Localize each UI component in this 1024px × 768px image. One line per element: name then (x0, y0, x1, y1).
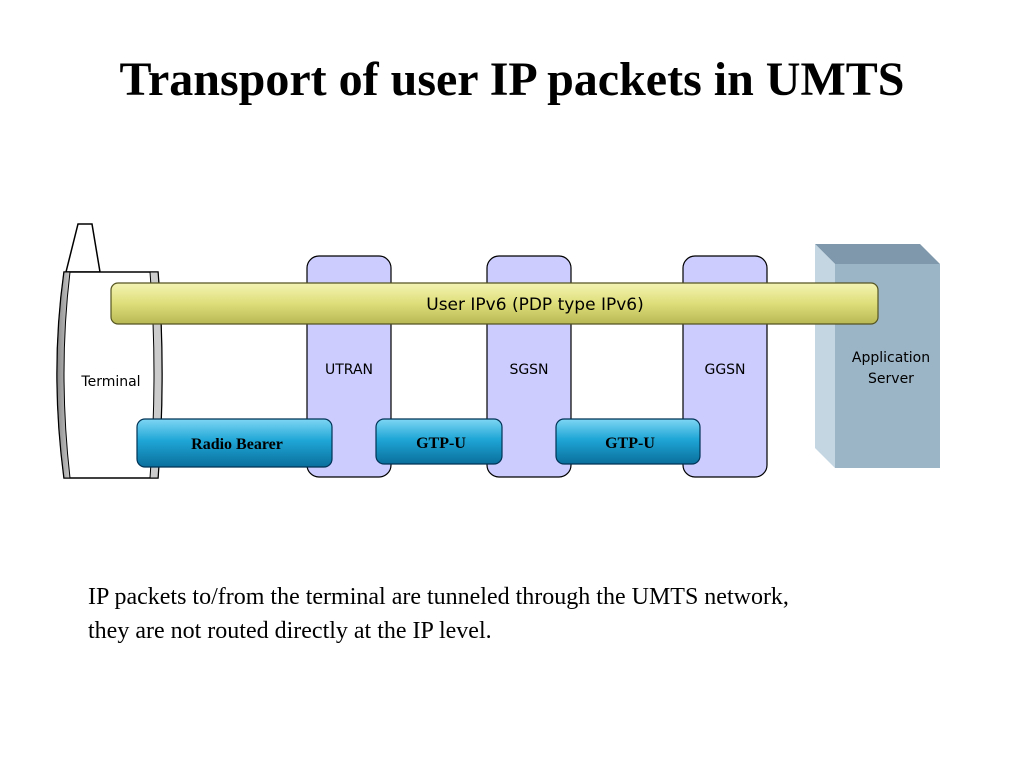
tunnel-gtp-u-1: GTP-U (375, 418, 503, 465)
gtp-u-2-label: GTP-U (605, 435, 655, 452)
page-title: Transport of user IP packets in UMTS (119, 53, 905, 106)
utran-label: UTRAN (325, 362, 373, 378)
terminal-side (56, 271, 71, 479)
ggsn-label: GGSN (704, 362, 745, 378)
terminal-label: Terminal (80, 374, 140, 390)
terminal-antenna (65, 223, 101, 273)
sgsn-label: SGSN (509, 362, 548, 378)
user-ip-bar-shape (110, 282, 879, 325)
server-label-line1: Application (852, 350, 930, 366)
gtp-u-1-label: GTP-U (416, 435, 466, 452)
application-server: Application Server (815, 244, 940, 468)
caption: IP packets to/from the terminal are tunn… (88, 580, 948, 648)
radio-bearer-shape (136, 418, 333, 468)
radio-bearer-label: Radio Bearer (191, 436, 283, 453)
server-side-face (815, 244, 835, 468)
caption-line-1: IP packets to/from the terminal are tunn… (88, 584, 789, 610)
gtp-u-2-shape (555, 418, 701, 465)
tunnel-radio-bearer: Radio Bearer (136, 418, 333, 468)
tunnel-gtp-u-2: GTP-U (555, 418, 701, 465)
user-ip-bar: User IPv6 (PDP type IPv6) (110, 282, 879, 325)
gtp-u-1-shape (375, 418, 503, 465)
caption-line-2: they are not routed directly at the IP l… (88, 618, 492, 644)
user-ip-bar-label: User IPv6 (PDP type IPv6) (426, 295, 643, 315)
server-label-line2: Server (868, 371, 914, 387)
server-top-face (815, 244, 940, 264)
